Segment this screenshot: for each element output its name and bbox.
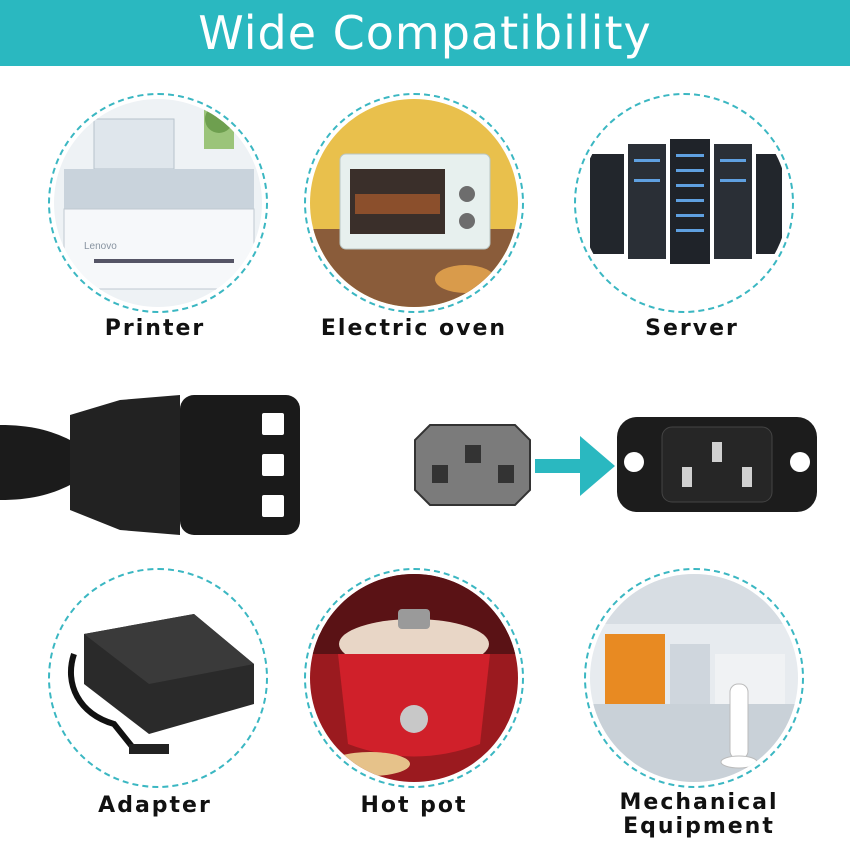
slow-cooker-icon bbox=[310, 574, 518, 782]
mechanical-equipment-label: Mechanical Equipment bbox=[569, 791, 829, 839]
dashed-ring bbox=[304, 93, 524, 313]
svg-text:Lenovo: Lenovo bbox=[84, 241, 117, 252]
c13-outline-icon bbox=[414, 424, 531, 506]
printer-label: Printer bbox=[104, 316, 206, 341]
hotpot-label: Hot pot bbox=[360, 793, 468, 818]
oven-tile bbox=[304, 93, 524, 313]
dashed-ring bbox=[48, 93, 268, 313]
label-line-1: Mechanical bbox=[619, 790, 779, 815]
factory-tile bbox=[584, 568, 804, 788]
server-label: Server bbox=[645, 316, 739, 341]
server-icon bbox=[580, 99, 788, 307]
adapter-tile bbox=[48, 568, 268, 788]
page-title: Wide Compatibility bbox=[198, 6, 652, 60]
dashed-ring bbox=[48, 568, 268, 788]
dashed-ring bbox=[584, 568, 804, 788]
printer-icon: Lenovo bbox=[54, 99, 262, 307]
title-banner bbox=[0, 0, 850, 66]
dashed-ring bbox=[304, 568, 524, 788]
oven-icon bbox=[310, 99, 518, 307]
c13-plug-icon bbox=[0, 395, 300, 535]
oven-label: Electric oven bbox=[320, 316, 508, 341]
hotpot-tile bbox=[304, 568, 524, 788]
arrow-right-icon bbox=[535, 436, 615, 496]
c14-socket-icon bbox=[617, 417, 817, 512]
dashed-ring bbox=[574, 93, 794, 313]
server-tile bbox=[574, 93, 794, 313]
label-line-2: Equipment bbox=[623, 814, 775, 839]
adapter-icon bbox=[54, 574, 262, 782]
printer-tile: Lenovo bbox=[48, 93, 268, 313]
factory-icon bbox=[590, 574, 798, 782]
adapter-label: Adapter bbox=[98, 793, 212, 818]
